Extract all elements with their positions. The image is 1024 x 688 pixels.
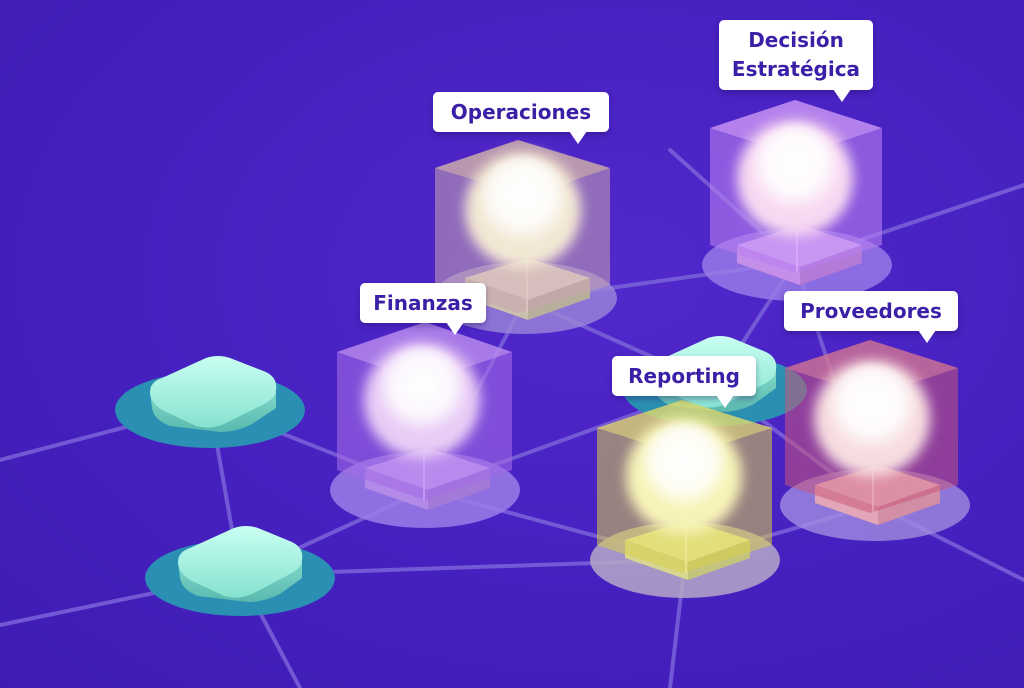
reporting-node <box>590 400 780 598</box>
label-operaciones: Operaciones <box>433 92 609 144</box>
label-text-line2: Estratégica <box>731 57 861 81</box>
label-decision-estrategica: Decisión Estratégica <box>719 20 873 102</box>
label-text: Operaciones <box>450 100 592 124</box>
label-finanzas: Finanzas <box>360 283 486 335</box>
label-text-line1: Decisión <box>748 28 844 52</box>
teal-node <box>115 356 305 448</box>
label-proveedores: Proveedores <box>784 291 958 343</box>
proveedores-node <box>780 340 970 541</box>
label-text: Proveedores <box>800 299 942 323</box>
label-text: Reporting <box>628 364 740 388</box>
label-reporting: Reporting <box>612 356 756 408</box>
teal-node <box>145 526 335 616</box>
decision-estrategica-node <box>702 100 892 301</box>
operaciones-node <box>433 140 617 334</box>
finanzas-node <box>330 322 520 528</box>
label-text: Finanzas <box>373 291 473 315</box>
